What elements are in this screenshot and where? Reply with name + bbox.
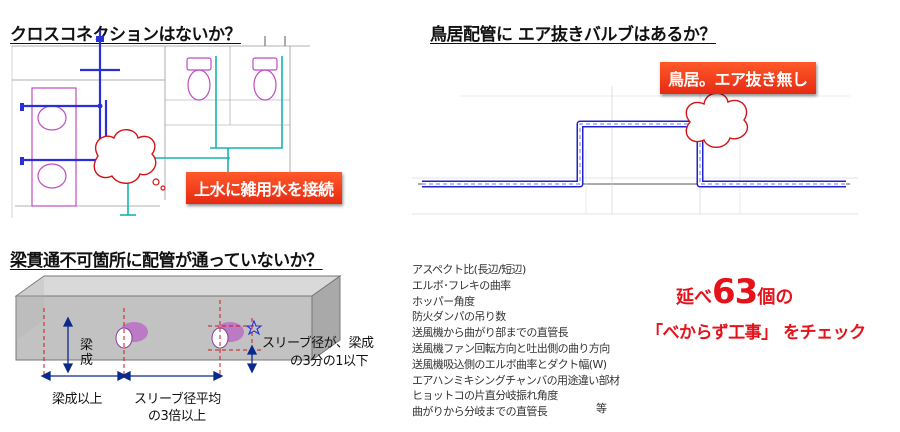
sleeve-diameter-note-2: の3分の1以下 bbox=[290, 354, 369, 369]
cross-connection-title: クロスコネクションはないか？ bbox=[10, 25, 242, 45]
checklist-item: ホッパー角度 bbox=[412, 294, 475, 308]
beam-depth-min-label: 梁成以上 bbox=[52, 392, 103, 407]
toilet-icon bbox=[186, 57, 212, 101]
star-icon bbox=[245, 319, 263, 336]
summary-prefix: 延べ bbox=[676, 287, 712, 308]
checklist-item: アスペクト比(長辺/短辺) bbox=[412, 263, 526, 276]
summary-check-line: 「べからず工事」 をチェック bbox=[646, 323, 866, 343]
checklist-item: エルボ･フレキの曲率 bbox=[412, 278, 511, 292]
checklist-item: 送風機吸込側のエルボ曲率とダクト幅(W) bbox=[412, 357, 607, 371]
summary-count-line: 延べ63個の bbox=[676, 272, 793, 312]
summary-suffix: 個の bbox=[757, 287, 794, 308]
checklist-suffix: 等 bbox=[596, 402, 607, 415]
torii-pipe bbox=[422, 120, 846, 188]
sleeve-diameter-note: スリーブ径が、梁成 bbox=[262, 336, 374, 351]
beam-depth-label: 梁成 bbox=[80, 338, 93, 368]
checklist-item: 曲がりから分岐までの直管長 bbox=[412, 405, 548, 419]
beam-penetration-diagram bbox=[14, 275, 342, 382]
cross-connection-plan bbox=[11, 30, 310, 218]
sleeve-spacing-label-2: の3倍以上 bbox=[148, 409, 206, 424]
torii-piping-diagram bbox=[412, 69, 858, 215]
checklist: アスペクト比(長辺/短辺) エルボ･フレキの曲率 ホッパー角度 防火ダンパの吊り… bbox=[412, 262, 642, 420]
sleeve-spacing-label: スリーブ径平均 bbox=[134, 392, 221, 407]
sink-bowl bbox=[37, 105, 67, 131]
sink-counter bbox=[31, 87, 77, 207]
checklist-item: エアハンミキシングチャンバの用途違い部材 bbox=[412, 373, 620, 387]
cross-connection-callout: 上水に雑用水を接続 bbox=[186, 172, 342, 204]
checklist-item: ヒョットコの片直分岐振れ角度 bbox=[412, 389, 558, 403]
checklist-item: 防火ダンパの吊り数 bbox=[412, 310, 506, 324]
toilet-icon bbox=[252, 57, 278, 101]
torii-piping-title: 鳥居配管に エア抜きバルブはあるか？ bbox=[430, 25, 716, 45]
checklist-item: 送風機から曲がり部までの直管長 bbox=[412, 326, 569, 340]
beam-penetration-title: 梁貫通不可箇所に配管が通っていないか？ bbox=[10, 251, 323, 271]
thought-cloud-icon bbox=[93, 129, 166, 191]
checklist-item: 送風機ファン回転方向と吐出側の曲り方向 bbox=[412, 341, 610, 355]
summary-count: 63 bbox=[712, 272, 758, 312]
sink-bowl bbox=[37, 163, 67, 189]
torii-piping-callout: 鳥居。エア抜き無し bbox=[660, 62, 816, 94]
